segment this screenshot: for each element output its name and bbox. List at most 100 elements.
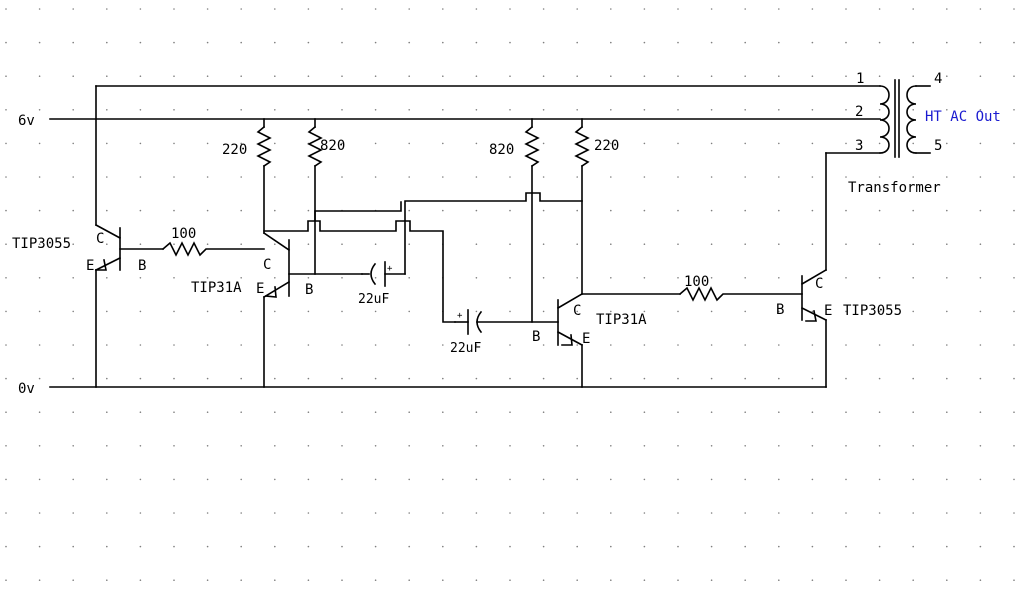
grid-dot [72, 209, 74, 212]
grid-dot [408, 445, 411, 447]
grid-dot [374, 545, 377, 548]
transformer-pin-1: 1 [856, 71, 864, 87]
grid-dot [442, 545, 444, 548]
grid-dot [139, 344, 142, 346]
grid-dot [5, 411, 7, 414]
grid-dot [72, 545, 74, 548]
grid-dot [610, 209, 612, 212]
grid-dot [912, 142, 914, 145]
grid-dot [677, 142, 679, 145]
grid-dot [542, 209, 545, 212]
q3-collector-label: C [573, 303, 581, 319]
transformer-output-label: HT AC Out [925, 109, 1001, 125]
grid-dot [845, 344, 847, 346]
grid-dot [475, 109, 478, 111]
grid-dot [845, 142, 847, 145]
grid-dot [240, 243, 242, 245]
grid-dot [374, 8, 377, 10]
grid-dot [643, 277, 646, 279]
grid-dot [643, 579, 646, 581]
grid-dot [307, 310, 310, 313]
grid-dot [946, 277, 948, 279]
grid-dot [475, 478, 478, 481]
grid-dot [442, 411, 444, 414]
grid-dot [912, 377, 914, 380]
grid-dot [778, 579, 780, 581]
grid-dot [878, 209, 881, 212]
grid-dot [845, 579, 847, 581]
grid-dot [710, 243, 713, 245]
grid-dot [341, 8, 343, 10]
grid-dot [38, 109, 41, 111]
grid-dot [912, 109, 914, 111]
background-dot-grid [5, 8, 1015, 581]
grid-dot [307, 41, 310, 44]
grid-dot [38, 142, 41, 145]
grid-dot [106, 176, 108, 178]
transformer-pin-5: 5 [934, 138, 942, 154]
grid-dot [206, 411, 209, 414]
grid-dot [1013, 243, 1015, 245]
grid-dot [878, 41, 881, 44]
grid-dot [408, 109, 411, 111]
grid-dot [173, 545, 175, 548]
grid-dot [542, 579, 545, 581]
grid-dot [946, 41, 948, 44]
grid-dot [1013, 209, 1015, 212]
grid-dot [72, 8, 74, 10]
grid-dot [509, 142, 511, 145]
grid-dot [979, 75, 982, 77]
grid-dot [509, 75, 511, 77]
resistor-r1 [161, 241, 265, 257]
grid-dot [1013, 512, 1015, 514]
grid-dot [106, 579, 108, 581]
grid-dot [5, 41, 7, 44]
grid-dot [643, 411, 646, 414]
grid-dot [710, 75, 713, 77]
grid-dot [576, 545, 578, 548]
grid-dot [946, 176, 948, 178]
transformer-pin-3: 3 [855, 138, 863, 154]
grid-dot [38, 75, 41, 77]
grid-dot [240, 512, 242, 514]
grid-dot [946, 243, 948, 245]
grid-dot [710, 8, 713, 10]
grid-dot [542, 109, 545, 111]
grid-dot [475, 344, 478, 346]
grid-dot [38, 277, 41, 279]
grid-dot [106, 209, 108, 212]
grid-dot [274, 41, 276, 44]
grid-dot [72, 142, 74, 145]
transistor-q2 [262, 231, 363, 388]
grid-dot [542, 377, 545, 380]
grid-dot [744, 277, 746, 279]
grid-dot [509, 478, 511, 481]
grid-dot [72, 75, 74, 77]
grid-dot [912, 243, 914, 245]
grid-dot [72, 445, 74, 447]
grid-dot [307, 579, 310, 581]
grid-dot [341, 277, 343, 279]
grid-dot [946, 75, 948, 77]
grid-dot [206, 209, 209, 212]
grid-dot [979, 109, 982, 111]
grid-dot [677, 243, 679, 245]
grid-dot [542, 75, 545, 77]
grid-dot [206, 142, 209, 145]
grid-dot [274, 445, 276, 447]
q1-collector-label: C [96, 231, 104, 247]
grid-dot [442, 344, 444, 346]
grid-dot [1013, 75, 1015, 77]
grid-dot [778, 243, 780, 245]
grid-dot [979, 41, 982, 44]
grid-dot [744, 545, 746, 548]
grid-dot [643, 344, 646, 346]
grid-dot [677, 75, 679, 77]
grid-dot [946, 310, 948, 313]
grid-dot [374, 377, 377, 380]
grid-dot [1013, 344, 1015, 346]
grid-dot [38, 310, 41, 313]
grid-dot [610, 75, 612, 77]
grid-dot [475, 545, 478, 548]
grid-dot [878, 579, 881, 581]
